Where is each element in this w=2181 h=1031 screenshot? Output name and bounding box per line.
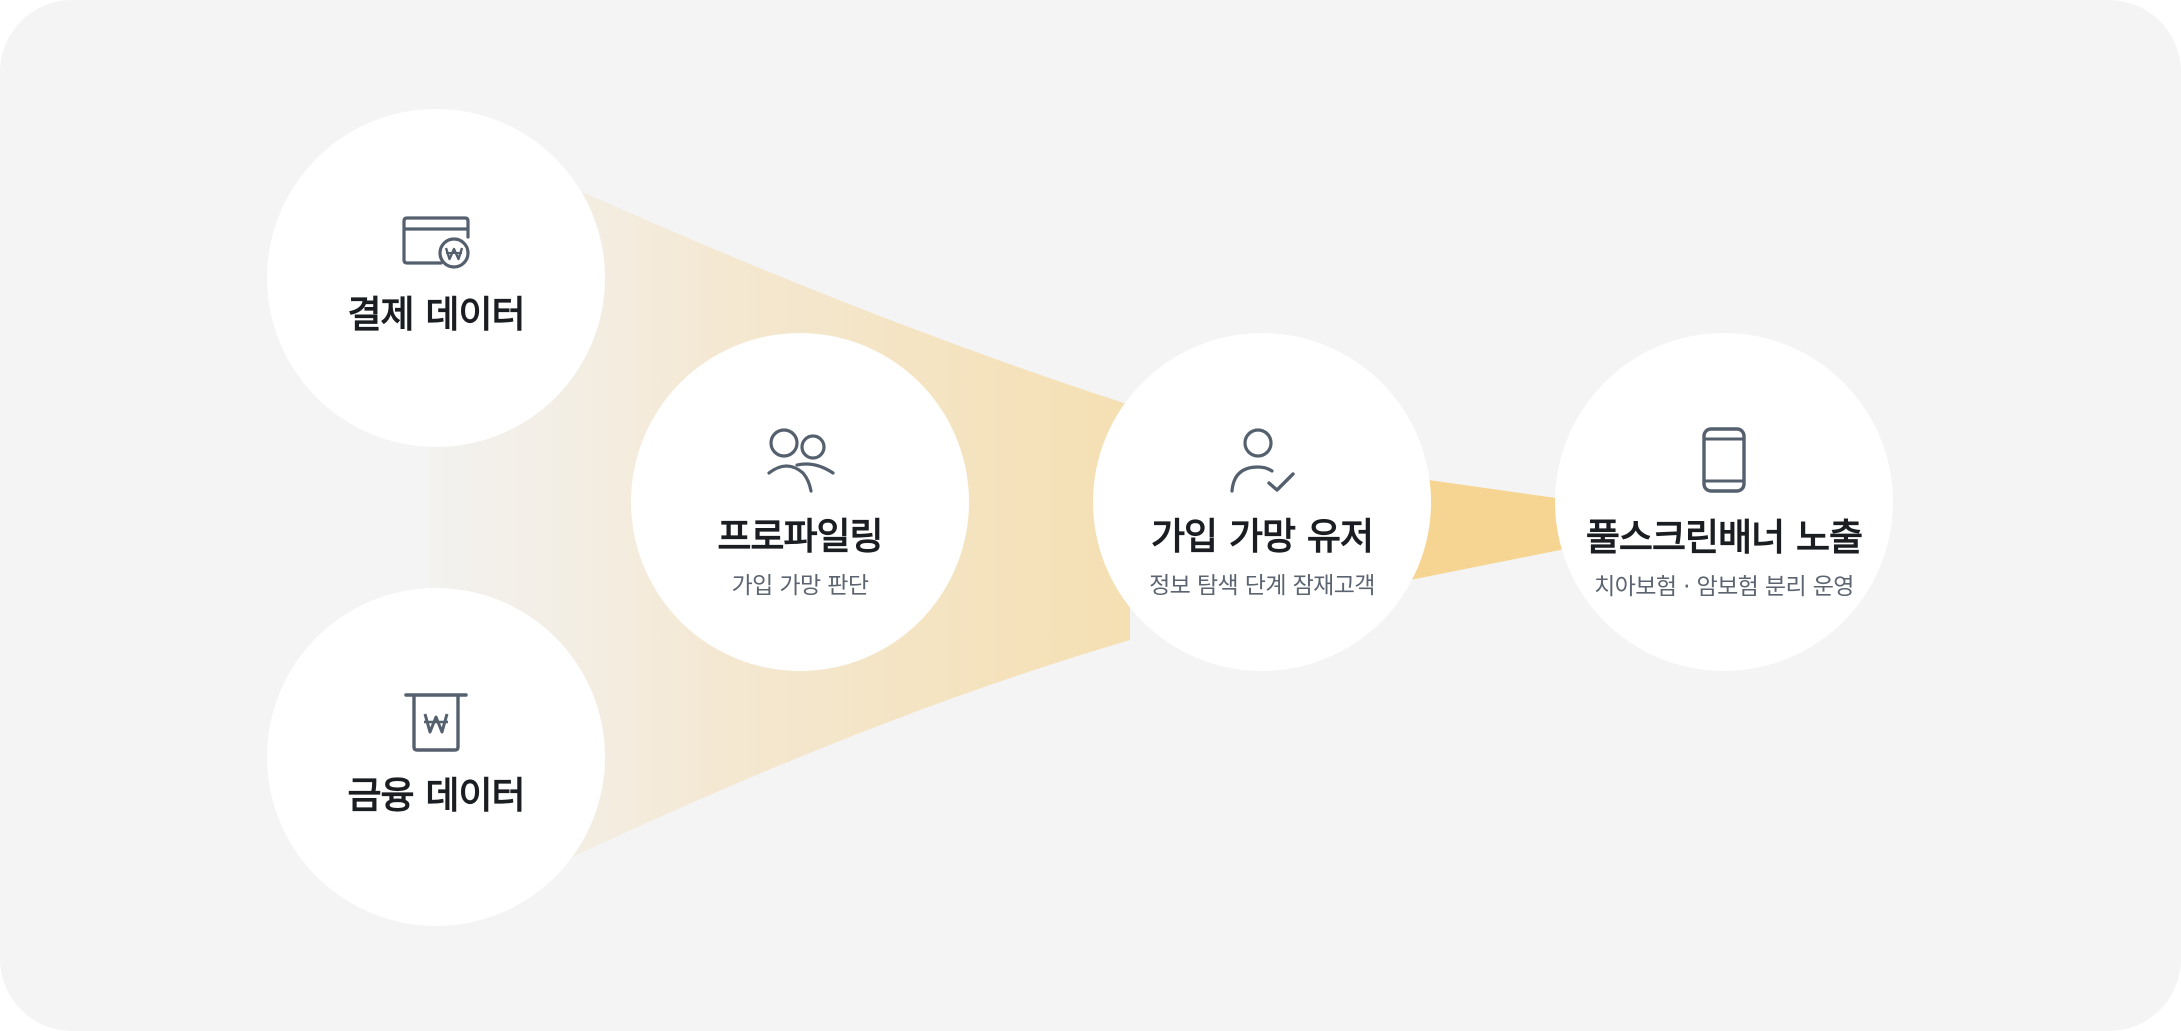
users-icon xyxy=(767,428,835,493)
node-title: 가입 가망 유저 xyxy=(1150,515,1374,558)
mobile-phone-icon xyxy=(1702,427,1746,493)
node-finance-data: 금융 데이터 xyxy=(267,588,605,926)
node-subtitle: 정보 탐색 단계 잠재고객 xyxy=(1149,573,1375,600)
node-profiling: 프로파일링 가입 가망 판단 xyxy=(631,333,969,671)
node-title: 결제 데이터 xyxy=(347,292,525,336)
node-title: 금융 데이터 xyxy=(347,773,525,817)
node-fullscreen-banner: 풀스크린배너 노출 치아보험 · 암보험 분리 운영 xyxy=(1555,333,1893,671)
node-prospective-user: 가입 가망 유저 정보 탐색 단계 잠재고객 xyxy=(1093,333,1431,671)
won-receipt-icon xyxy=(404,693,468,752)
connector-band xyxy=(1400,476,1570,582)
node-payment-data: 결제 데이터 xyxy=(267,109,605,447)
user-check-icon xyxy=(1230,428,1295,493)
node-title: 프로파일링 xyxy=(717,515,883,558)
node-title: 풀스크린배너 노출 xyxy=(1585,516,1863,559)
node-subtitle: 가입 가망 판단 xyxy=(731,573,869,600)
card-won-icon xyxy=(402,216,470,269)
node-subtitle: 치아보험 · 암보험 분리 운영 xyxy=(1594,574,1854,601)
